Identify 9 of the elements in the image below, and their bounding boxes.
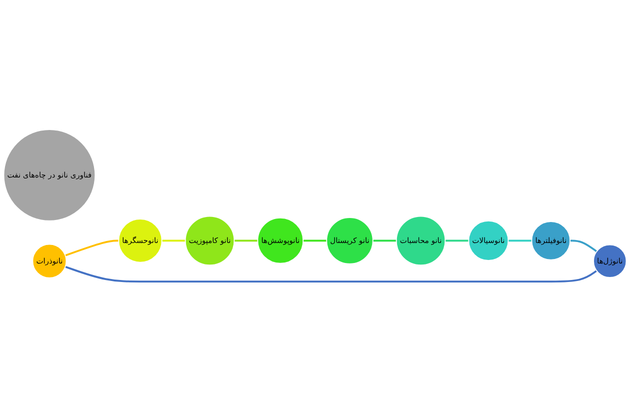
connector <box>64 240 119 256</box>
connector <box>445 240 469 242</box>
connector <box>508 240 532 242</box>
connector <box>570 240 598 252</box>
connector <box>372 240 396 242</box>
connector <box>234 240 258 242</box>
connector <box>162 240 186 242</box>
connector <box>303 240 327 242</box>
connector <box>64 266 598 282</box>
